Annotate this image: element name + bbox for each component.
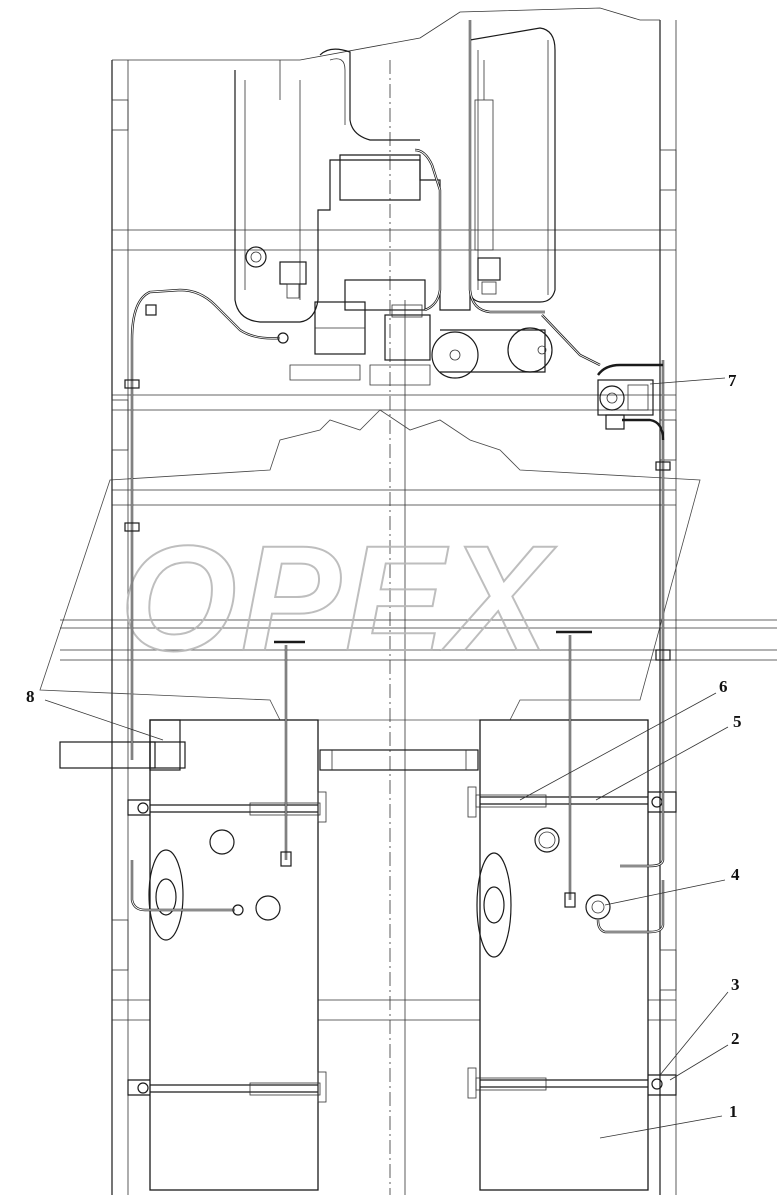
tank-connector-tube	[59, 741, 479, 771]
callout-3: 3	[731, 975, 740, 994]
callout-2: 2	[731, 1029, 740, 1048]
callout-5: 5	[733, 712, 742, 731]
left-fuel-tank	[127, 719, 327, 1191]
callout-8: 8	[26, 687, 35, 706]
engine-assembly	[234, 27, 556, 386]
callout-labels: 1 2 3 4 5 6 7 8	[26, 371, 742, 1121]
fuel-filter-unit	[597, 379, 654, 430]
callout-1: 1	[729, 1102, 738, 1121]
callout-6: 6	[719, 677, 728, 696]
chassis-frame	[60, 7, 777, 1195]
callout-4: 4	[731, 865, 740, 884]
opex-watermark: OPEX	[39, 409, 701, 721]
callout-7: 7	[728, 371, 737, 390]
callout-leaders	[44, 377, 729, 1139]
right-fuel-tank	[467, 719, 677, 1191]
fuel-lines	[124, 20, 671, 934]
watermark-text: OPEX	[120, 514, 557, 682]
